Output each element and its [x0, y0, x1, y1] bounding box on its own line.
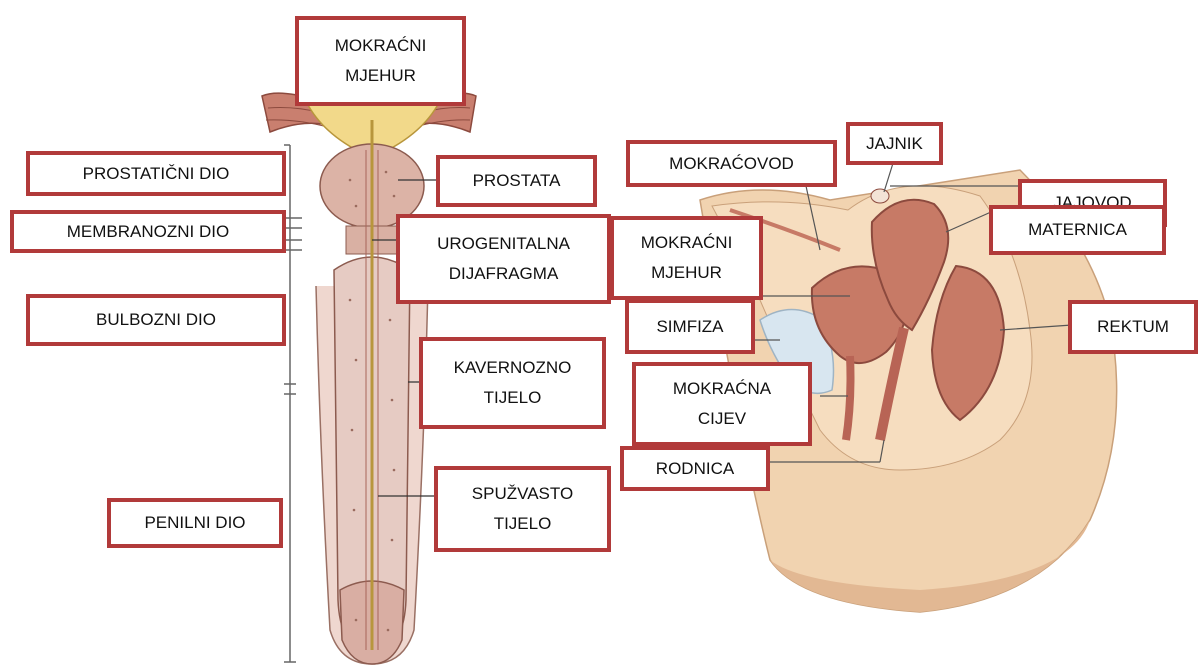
label-ureter: MOKRAĆOVOD — [626, 140, 837, 187]
label-prostatic-part: PROSTATIČNI DIO — [26, 151, 286, 196]
label-urogenital-diaphragm: UROGENITALNA DIJAFRAGMA — [396, 214, 611, 304]
label-text: PROSTATA — [473, 166, 561, 196]
section-bracket — [284, 145, 302, 662]
label-urethra: MOKRAĆNA CIJEV — [632, 362, 812, 446]
label-uterus: MATERNICA — [989, 205, 1166, 255]
label-text: REKTUM — [1097, 312, 1169, 342]
female-urethra-shape — [846, 356, 851, 440]
label-female-bladder: MOKRAĆNI MJEHUR — [610, 216, 763, 300]
label-ovary: JAJNIK — [846, 122, 943, 165]
label-text: UROGENITALNA DIJAFRAGMA — [437, 229, 570, 289]
label-text: PROSTATIČNI DIO — [83, 159, 230, 189]
label-vagina: RODNICA — [620, 446, 770, 491]
label-text: MOKRAĆOVOD — [669, 149, 794, 179]
label-text: KAVERNOZNO TIJELO — [454, 353, 572, 413]
label-prostate: PROSTATA — [436, 155, 597, 207]
label-text: JAJNIK — [866, 129, 923, 159]
label-rectum: REKTUM — [1068, 300, 1198, 354]
label-text: MATERNICA — [1028, 215, 1127, 245]
label-penile-part: PENILNI DIO — [107, 498, 283, 548]
label-membranous-part: MEMBRANOZNI DIO — [10, 210, 286, 253]
label-male-bladder: MOKRAĆNI MJEHUR — [295, 16, 466, 106]
label-spongy-body: SPUŽVASTO TIJELO — [434, 466, 611, 552]
label-text: MEMBRANOZNI DIO — [67, 217, 229, 247]
label-text: MOKRAĆNI MJEHUR — [641, 228, 733, 288]
label-text: BULBOZNI DIO — [96, 305, 216, 335]
ovary-shape — [871, 189, 889, 203]
label-text: SIMFIZA — [656, 312, 723, 342]
label-text: PENILNI DIO — [144, 508, 245, 538]
label-text: RODNICA — [656, 454, 734, 484]
label-text: MOKRAĆNA CIJEV — [673, 374, 771, 434]
label-text: MOKRAĆNI MJEHUR — [335, 31, 427, 91]
label-cavernous-body: KAVERNOZNO TIJELO — [419, 337, 606, 429]
label-text: SPUŽVASTO TIJELO — [472, 479, 573, 539]
label-bulbous-part: BULBOZNI DIO — [26, 294, 286, 346]
label-symphysis: SIMFIZA — [625, 299, 755, 354]
